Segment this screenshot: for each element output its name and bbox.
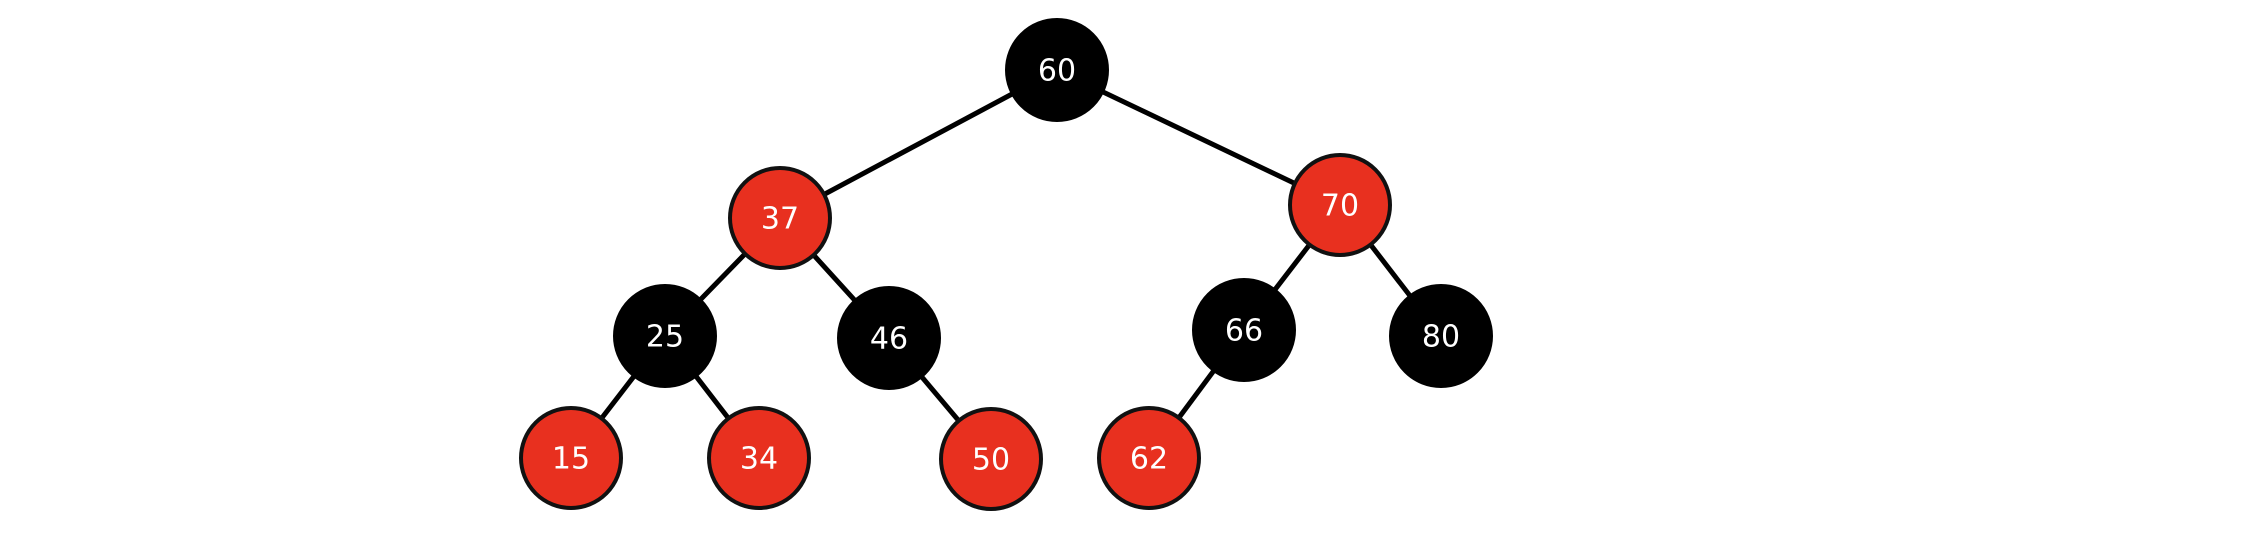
node-circle-red[interactable] (1288, 153, 1392, 257)
node-circle-red[interactable] (728, 166, 832, 270)
tree-node[interactable]: 80 (1389, 284, 1493, 388)
node-circle-black[interactable] (613, 284, 717, 388)
tree-edge (1055, 67, 1342, 208)
tree-node[interactable]: 15 (519, 406, 623, 510)
tree-node[interactable]: 62 (1097, 406, 1201, 510)
node-circle-black[interactable] (837, 286, 941, 390)
tree-node[interactable]: 66 (1192, 278, 1296, 382)
tree-node[interactable]: 50 (939, 407, 1043, 511)
tree-edge (778, 67, 1059, 221)
node-circle-black[interactable] (1005, 18, 1109, 122)
node-circle-red[interactable] (519, 406, 623, 510)
tree-node[interactable]: 37 (728, 166, 832, 270)
node-circle-red[interactable] (707, 406, 811, 510)
tree-node[interactable]: 60 (1005, 18, 1109, 122)
tree-node[interactable]: 46 (837, 286, 941, 390)
node-circle-black[interactable] (1389, 284, 1493, 388)
node-circle-red[interactable] (1097, 406, 1201, 510)
tree-node[interactable]: 25 (613, 284, 717, 388)
node-circle-black[interactable] (1192, 278, 1296, 382)
tree-node[interactable]: 70 (1288, 153, 1392, 257)
tree-node[interactable]: 34 (707, 406, 811, 510)
node-circle-red[interactable] (939, 407, 1043, 511)
